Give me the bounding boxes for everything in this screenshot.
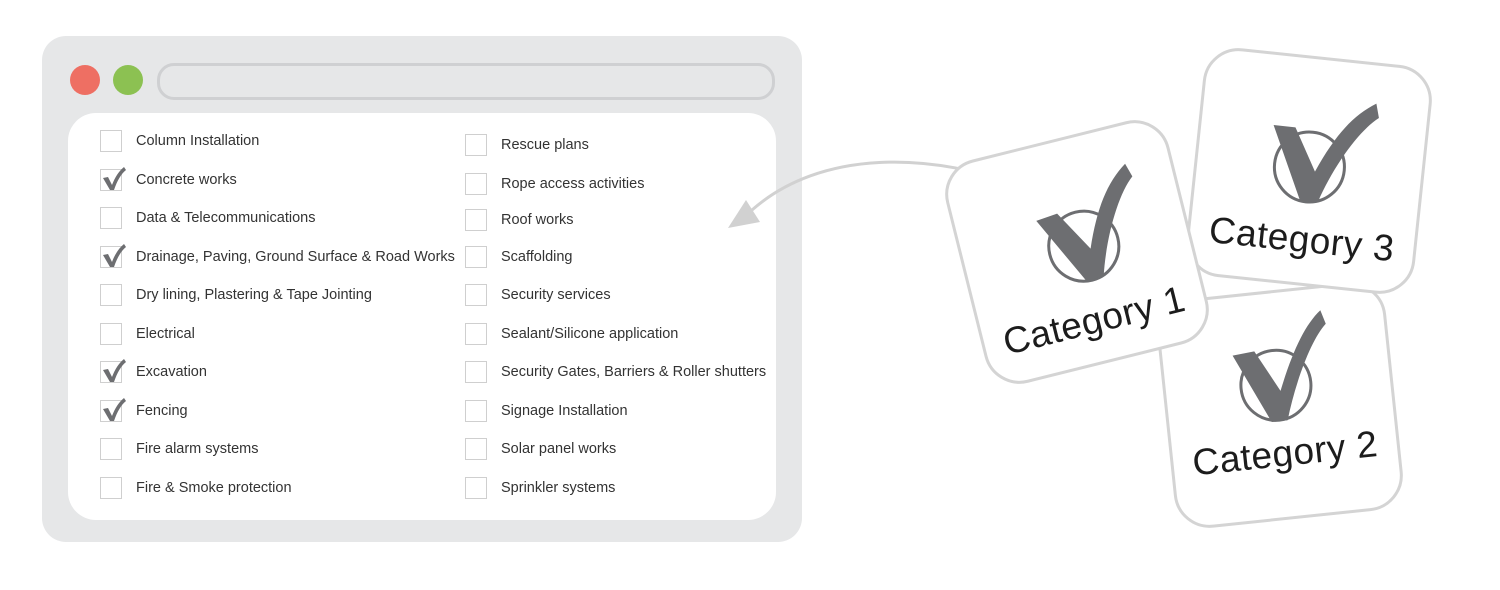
checkbox-checked[interactable] xyxy=(100,244,126,268)
checkbox[interactable] xyxy=(465,246,487,268)
checkbox[interactable] xyxy=(465,400,487,422)
checklist-item-label: Roof works xyxy=(501,212,574,228)
checklist-item[interactable]: Sealant/Silicone application xyxy=(465,322,678,346)
checklist-item[interactable]: Concrete works xyxy=(100,167,237,192)
checklist-item-label: Column Installation xyxy=(136,133,260,149)
checkbox[interactable] xyxy=(465,134,487,156)
checklist-item-label: Rope access activities xyxy=(501,176,645,192)
checklist-item-label: Security services xyxy=(501,287,611,303)
checklist-item-label: Fire alarm systems xyxy=(136,441,259,457)
checklist-item[interactable]: Drainage, Paving, Ground Surface & Road … xyxy=(100,244,455,269)
checkbox-checked[interactable] xyxy=(100,167,126,191)
checklist-item-label: Security Gates, Barriers & Roller shutte… xyxy=(501,364,767,380)
checkbox[interactable] xyxy=(100,438,122,460)
checkmark-icon xyxy=(103,167,126,190)
checklist-item-label: Rescue plans xyxy=(501,137,589,153)
checklist-item-label: Fencing xyxy=(136,403,188,419)
checklist-item[interactable]: Electrical xyxy=(100,322,195,346)
category-card-2[interactable]: Category 2 xyxy=(1153,278,1407,532)
checklist-item-label: Sealant/Silicone application xyxy=(501,326,679,342)
check-circle-icon xyxy=(1232,310,1326,422)
checklist-item[interactable]: Scaffolding xyxy=(465,245,572,269)
checklist-item[interactable]: Data & Telecommunications xyxy=(100,206,315,230)
checklist-item[interactable]: Security services xyxy=(465,283,611,307)
checkbox[interactable] xyxy=(100,323,122,345)
checkmark-icon xyxy=(103,359,126,382)
checkbox[interactable] xyxy=(100,477,122,499)
checkbox[interactable] xyxy=(465,323,487,345)
checklist-item[interactable]: Fencing xyxy=(100,398,188,423)
checkbox[interactable] xyxy=(465,173,487,195)
checklist-item-label: Solar panel works xyxy=(501,441,617,457)
check-circle-icon xyxy=(1036,163,1133,283)
checklist-item[interactable]: Signage Installation xyxy=(465,399,628,423)
checklist-item[interactable]: Rescue plans xyxy=(465,133,589,157)
checklist-item-label: Data & Telecommunications xyxy=(136,210,316,226)
checklist-item-label: Drainage, Paving, Ground Surface & Road … xyxy=(136,249,455,265)
checkmark-icon xyxy=(103,244,126,267)
checklist-item[interactable]: Column Installation xyxy=(100,129,259,153)
checklist-item[interactable]: Security Gates, Barriers & Roller shutte… xyxy=(465,360,766,384)
checkbox[interactable] xyxy=(100,284,122,306)
checklist-item[interactable]: Sprinkler systems xyxy=(465,476,615,500)
checklist-item[interactable]: Solar panel works xyxy=(465,437,616,461)
checklist-item-label: Dry lining, Plastering & Tape Jointing xyxy=(136,287,372,303)
checkbox[interactable] xyxy=(465,284,487,306)
checkbox[interactable] xyxy=(465,209,487,231)
checklist-item-label: Concrete works xyxy=(136,172,237,188)
checklist-item-label: Fire & Smoke protection xyxy=(136,480,292,496)
checkbox[interactable] xyxy=(465,477,487,499)
category-card-1[interactable]: Category 1 xyxy=(937,112,1217,392)
checklist-item-label: Scaffolding xyxy=(501,249,573,265)
close-window-button[interactable] xyxy=(70,65,100,95)
checklist-item-label: Signage Installation xyxy=(501,403,628,419)
check-circle-icon xyxy=(1272,103,1379,204)
checklist-item-label: Electrical xyxy=(136,326,195,342)
checklist-item[interactable]: Rope access activities xyxy=(465,172,644,196)
checklist-item[interactable]: Fire alarm systems xyxy=(100,437,258,461)
category-card-3[interactable]: Category 3 xyxy=(1182,44,1436,298)
checkbox[interactable] xyxy=(100,130,122,152)
checklist-item[interactable]: Excavation xyxy=(100,359,207,384)
address-bar[interactable] xyxy=(157,63,775,100)
checkbox[interactable] xyxy=(465,361,487,383)
checkbox[interactable] xyxy=(465,438,487,460)
checklist-item-label: Sprinkler systems xyxy=(501,480,616,496)
checklist-item[interactable]: Roof works xyxy=(465,208,574,232)
checkbox-checked[interactable] xyxy=(100,398,126,422)
checkbox[interactable] xyxy=(100,207,122,229)
checkbox-checked[interactable] xyxy=(100,359,126,383)
checklist-item[interactable]: Dry lining, Plastering & Tape Jointing xyxy=(100,283,372,307)
checklist-item-label: Excavation xyxy=(136,364,207,380)
maximize-window-button[interactable] xyxy=(113,65,143,95)
checkmark-icon xyxy=(103,398,126,421)
checklist-item[interactable]: Fire & Smoke protection xyxy=(100,476,292,500)
